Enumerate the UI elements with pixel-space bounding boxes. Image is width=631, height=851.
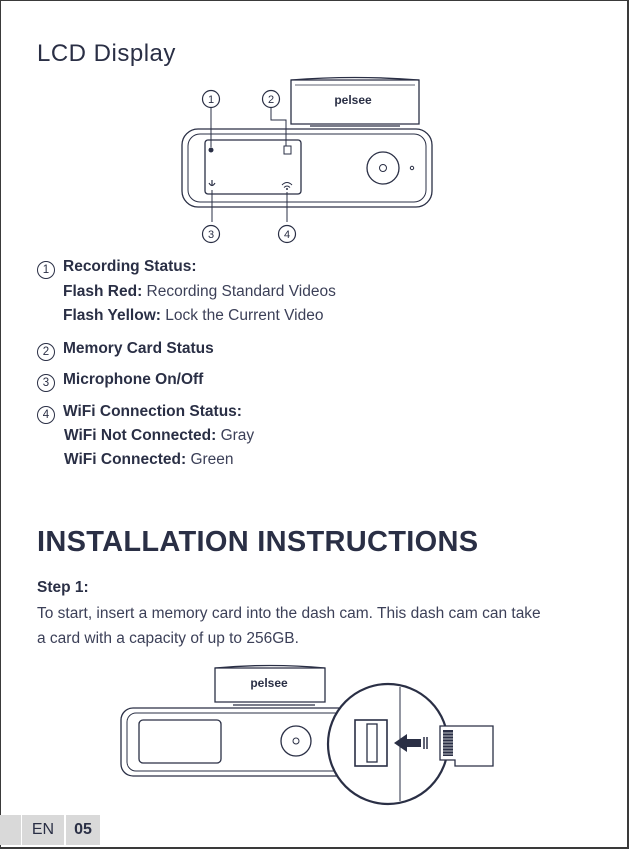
record-dot-icon bbox=[208, 147, 214, 153]
insert-arrow-icon bbox=[394, 734, 421, 752]
svg-text:2: 2 bbox=[268, 94, 274, 106]
status-item-wifi: 4 WiFi Connection Status: bbox=[37, 403, 242, 424]
callout-2: 2 bbox=[261, 89, 281, 109]
memory-card-insert-diagram: pelsee bbox=[120, 664, 494, 806]
status-label: WiFi Connected: bbox=[64, 451, 187, 468]
status-item-recording: 1 Recording Status: bbox=[37, 258, 196, 279]
installation-title: INSTALLATION INSTRUCTIONS bbox=[37, 526, 479, 558]
step-1-line-1: To start, insert a memory card into the … bbox=[37, 605, 541, 622]
callout-3: 3 bbox=[201, 224, 221, 244]
status-value: Lock the Current Video bbox=[160, 307, 324, 324]
number-badge-4: 4 bbox=[37, 406, 55, 424]
status-item-memory-card: 2 Memory Card Status bbox=[37, 340, 214, 361]
mount-bracket bbox=[290, 79, 420, 125]
callout-1: 1 bbox=[201, 89, 221, 109]
lcd-screen bbox=[204, 139, 302, 195]
status-line: WiFi Connected: Green bbox=[64, 451, 234, 469]
step-1-body: To start, insert a memory card into the … bbox=[37, 601, 597, 651]
svg-text:3: 3 bbox=[208, 229, 214, 241]
callout-4: 4 bbox=[277, 224, 297, 244]
status-value: Gray bbox=[216, 427, 255, 444]
camera-button-icon bbox=[280, 725, 312, 757]
status-label: Flash Red: bbox=[63, 283, 143, 300]
status-line: Flash Red: Recording Standard Videos bbox=[63, 283, 336, 301]
mount-brand-label: pelsee bbox=[250, 676, 288, 690]
footer-page-number: 05 bbox=[66, 815, 100, 845]
svg-text:1: 1 bbox=[208, 94, 214, 106]
status-heading: WiFi Connection Status: bbox=[63, 403, 242, 420]
status-line: WiFi Not Connected: Gray bbox=[64, 427, 254, 445]
svg-text:4: 4 bbox=[284, 229, 290, 241]
card-slot-icon bbox=[354, 719, 388, 767]
number-badge-3: 3 bbox=[37, 374, 55, 392]
number-badge-2: 2 bbox=[37, 343, 55, 361]
status-line: Flash Yellow: Lock the Current Video bbox=[63, 307, 323, 325]
status-heading: Memory Card Status bbox=[63, 340, 214, 357]
status-label: WiFi Not Connected: bbox=[64, 427, 217, 444]
number-badge-1: 1 bbox=[37, 261, 55, 279]
status-heading: Microphone On/Off bbox=[63, 371, 204, 388]
status-value: Recording Standard Videos bbox=[142, 283, 336, 300]
zoom-circle bbox=[326, 682, 450, 806]
lcd-button-icon bbox=[366, 151, 400, 185]
lcd-dashcam-diagram: pelsee 1 2 3 4 bbox=[181, 76, 433, 244]
step-1-line-2: a card with a capacity of up to 256GB. bbox=[37, 630, 299, 647]
lcd-display-title: LCD Display bbox=[37, 40, 176, 67]
camera-screen bbox=[138, 719, 222, 764]
footer-language: EN bbox=[22, 815, 64, 845]
microphone-icon bbox=[208, 180, 216, 187]
step-1-heading: Step 1: bbox=[37, 579, 89, 596]
footer-bar bbox=[0, 815, 21, 845]
microsd-card-icon bbox=[439, 725, 494, 767]
status-value: Green bbox=[186, 451, 234, 468]
wifi-icon bbox=[281, 182, 293, 188]
status-item-microphone: 3 Microphone On/Off bbox=[37, 371, 203, 392]
mount-brand-label: pelsee bbox=[334, 93, 372, 107]
status-label: Flash Yellow: bbox=[63, 307, 161, 324]
status-heading: Recording Status: bbox=[63, 258, 197, 275]
memory-card-icon bbox=[283, 145, 292, 155]
